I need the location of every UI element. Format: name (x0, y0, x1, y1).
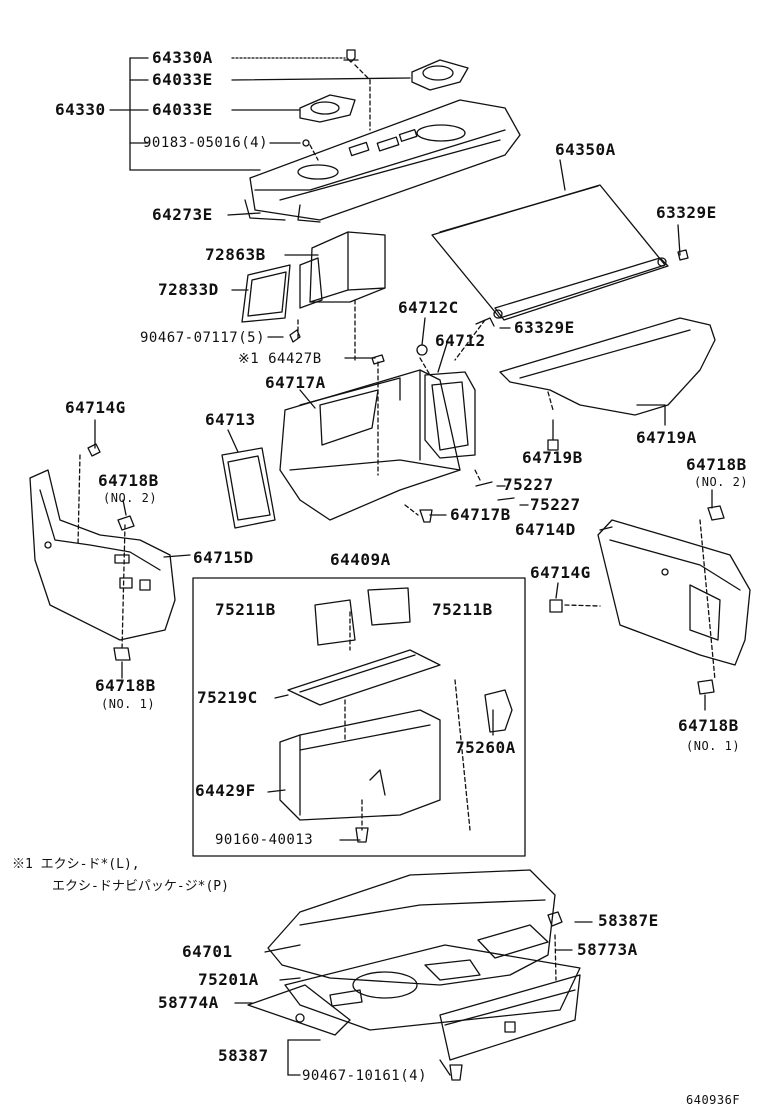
label-63329E-b: 63329E (514, 318, 575, 337)
label-64715D: 64715D (193, 548, 254, 567)
label-58773A: 58773A (577, 940, 638, 959)
label-64350A: 64350A (555, 140, 616, 159)
label-75211B-a: 75211B (215, 600, 276, 619)
label-90183-05016: 90183-05016(4) (143, 135, 269, 151)
label-64033E-a: 64033E (152, 70, 213, 89)
label-75227-b: 75227 (530, 495, 581, 514)
label-75211B-b: 75211B (432, 600, 493, 619)
label-64033E-b: 64033E (152, 100, 213, 119)
footnote-line-1: ※1 エクシ-ド*(L), (12, 857, 140, 872)
label-64718B-b-note: (NO. 2) (694, 475, 749, 489)
left-wheelhouse-trim-64715D (29, 469, 176, 641)
figure-code: 640936F (686, 1093, 741, 1107)
label-64719A: 64719A (636, 428, 697, 447)
label-64718B-d-note: (NO. 1) (686, 739, 741, 753)
panel-58774A (247, 984, 351, 1036)
label-58387: 58387 (218, 1046, 269, 1065)
label-64701: 64701 (182, 942, 233, 961)
sill-trim-58387 (439, 974, 581, 1061)
label-64409A: 64409A (330, 550, 391, 569)
label-64714G-a: 64714G (65, 398, 126, 417)
label-64712: 64712 (435, 331, 486, 350)
label-90160-40013: 90160-40013 (215, 832, 314, 848)
label-64717B: 64717B (450, 505, 511, 524)
label-75227-a: 75227 (503, 475, 554, 494)
label-64718B-c-note: (NO. 1) (101, 697, 156, 711)
label-90467-07117: 90467-07117(5) (140, 330, 266, 346)
trunk-side-64712 (424, 371, 476, 459)
right-wheelhouse-trim-64714D (597, 519, 751, 666)
label-63329E-a: 63329E (656, 203, 717, 222)
label-72863B: 72863B (205, 245, 266, 264)
label-64714D: 64714D (515, 520, 576, 539)
label-75260A: 75260A (455, 738, 516, 757)
label-58387E: 58387E (598, 911, 659, 930)
clips (87, 49, 725, 1081)
label-75201A: 75201A (198, 970, 259, 989)
label-64718B-a-note: (NO. 2) (103, 491, 158, 505)
label-64330: 64330 (55, 100, 106, 119)
floor-board-75201A (284, 944, 581, 1031)
label-64429F: 64429F (195, 781, 256, 800)
label-64718B-b: 64718B (686, 455, 747, 474)
label-64718B-d: 64718B (678, 716, 739, 735)
panel-58773A (477, 924, 549, 959)
trunk-floor-side-64719A (499, 317, 716, 416)
trunk-floor-mat-64701 (267, 869, 556, 986)
label-90467-10161: 90467-10161(4) (302, 1068, 428, 1084)
speaker-box-72863B (299, 231, 386, 309)
tonneau-cover-64350A (431, 184, 669, 321)
box-group-64409A (192, 577, 526, 857)
dashed-assembly-lines (77, 64, 716, 981)
trunk-trim-64717A (279, 369, 461, 521)
label-64719B: 64719B (522, 448, 583, 467)
panel-64713 (221, 447, 276, 529)
speaker-grilles-64033E (299, 59, 469, 123)
label-64718B-c: 64718B (95, 676, 156, 695)
label-64330A: 64330A (152, 48, 213, 67)
label-75219C: 75219C (197, 688, 258, 707)
package-tray-64330 (244, 99, 521, 223)
leader-lines (94, 57, 713, 1076)
label-58774A: 58774A (158, 993, 219, 1012)
label-64713: 64713 (205, 410, 256, 429)
footnote-line-2: エクシ-ドナビパッケ-ジ*(P) (52, 879, 229, 894)
label-64273E: 64273E (152, 205, 213, 224)
label-72833D: 72833D (158, 280, 219, 299)
panel-72833D (241, 264, 291, 323)
label-64714G-b: 64714G (530, 563, 591, 582)
label-64717A: 64717A (265, 373, 326, 392)
label-64712C: 64712C (398, 298, 459, 317)
label-64718B-a: 64718B (98, 471, 159, 490)
label-64427B: ※1 64427B (238, 351, 322, 367)
